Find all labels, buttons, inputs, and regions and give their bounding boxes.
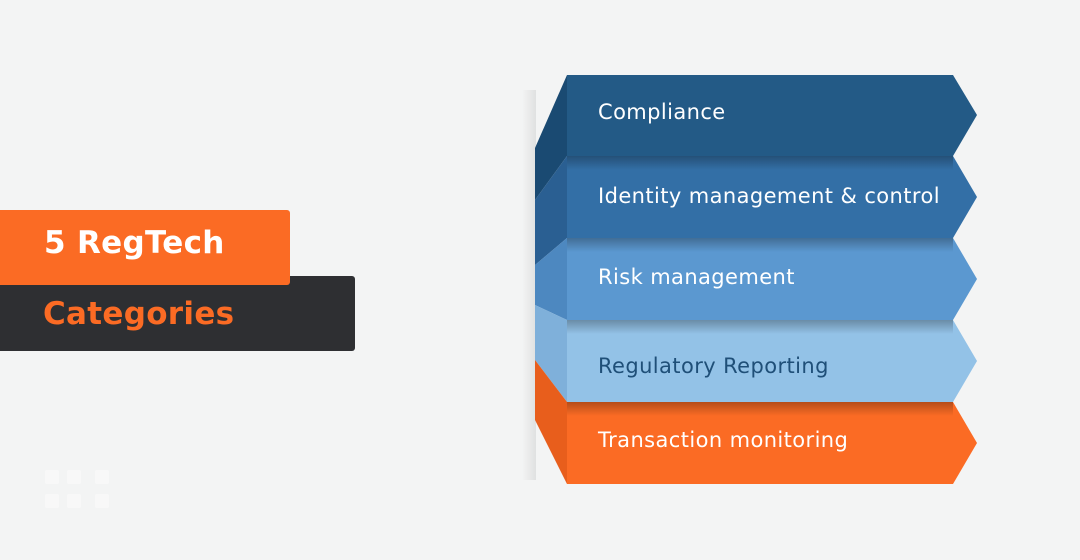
band-side-identity: [535, 156, 567, 265]
band-identity: [567, 156, 977, 238]
title-line-1: 5 RegTech: [44, 225, 225, 261]
band-side-risk: [535, 238, 567, 320]
category-label-compliance: Compliance: [598, 100, 726, 124]
category-label-transaction: Transaction monitoring: [598, 428, 849, 452]
category-label-risk: Risk management: [598, 265, 795, 289]
title-banner-dark: Categories: [0, 276, 355, 351]
band-transaction: [567, 402, 977, 484]
category-label-regulatory: Regulatory Reporting: [598, 354, 829, 378]
category-label-identity: Identity management & control: [598, 184, 940, 208]
band-regulatory: [567, 320, 977, 402]
title-line-2: Categories: [43, 296, 235, 332]
band-side-transaction: [535, 360, 567, 484]
title-banner-orange: 5 RegTech: [0, 210, 290, 285]
band-risk: [567, 238, 977, 320]
band-compliance: [567, 75, 977, 156]
band-side-compliance: [535, 75, 567, 200]
band-side-regulatory: [535, 305, 567, 402]
decorative-dot-pattern: [45, 470, 115, 514]
